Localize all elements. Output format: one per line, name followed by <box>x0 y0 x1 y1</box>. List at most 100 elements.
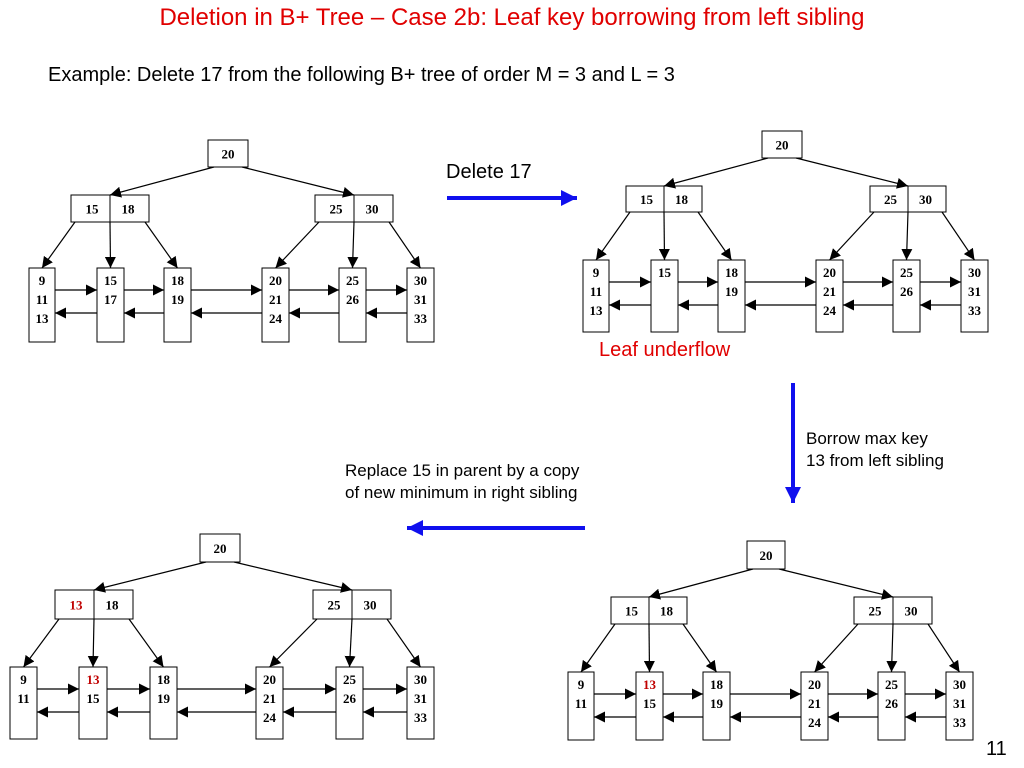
leaf-key: 33 <box>414 710 428 725</box>
replace-caption-line1: Replace 15 in parent by a copy <box>345 461 580 480</box>
internal-key: 30 <box>904 604 917 619</box>
leaf-node <box>163 267 192 343</box>
leaf-node <box>406 666 435 740</box>
leaf-key: 31 <box>414 292 427 307</box>
leaf-node <box>28 267 56 343</box>
leaf-key: 26 <box>346 292 360 307</box>
leaf-pointer <box>658 211 670 261</box>
leaf-key: 18 <box>710 677 724 692</box>
leaf-key: 13 <box>643 677 657 692</box>
leaf-node <box>9 666 38 740</box>
leaf-key: 15 <box>104 273 118 288</box>
leaf-key: 21 <box>823 284 836 299</box>
leaf-node <box>335 666 364 740</box>
flow-arrows <box>407 190 801 536</box>
root-pointer <box>233 561 353 593</box>
delete-caption: Delete 17 <box>446 161 532 183</box>
leaf-node <box>149 666 178 740</box>
internal-key: 25 <box>869 604 883 619</box>
slide-title: Deletion in B+ Tree – Case 2b: Leaf key … <box>159 4 865 31</box>
leaf-node <box>702 671 731 741</box>
leaf-pointer <box>104 221 116 269</box>
internal-key: 30 <box>919 192 932 207</box>
leaf-key: 24 <box>269 311 283 326</box>
leaf-key: 33 <box>414 311 428 326</box>
leaf-key: 25 <box>346 273 360 288</box>
leaf-key: 9 <box>578 677 585 692</box>
internal-key: 18 <box>121 202 135 217</box>
leaf-key: 30 <box>414 672 427 687</box>
leaf-key: 30 <box>953 677 966 692</box>
root-key: 20 <box>214 541 227 556</box>
root-pointer <box>648 568 754 600</box>
leaf-pointer <box>347 221 359 269</box>
leaf-key: 20 <box>823 265 836 280</box>
leaf-pointer <box>87 618 99 668</box>
internal-key: 15 <box>640 192 654 207</box>
leaf-underflow-caption: Leaf underflow <box>599 339 731 361</box>
leaf-pointer <box>269 618 318 668</box>
leaf-key: 20 <box>263 672 276 687</box>
leaf-pointer <box>886 623 898 673</box>
leaf-node <box>635 671 664 741</box>
leaf-pointer <box>927 623 961 673</box>
leaf-key: 24 <box>823 303 837 318</box>
leaf-pointer <box>829 211 875 261</box>
leaf-node <box>96 267 125 343</box>
leaf-pointer <box>275 221 320 269</box>
internal-key: 25 <box>330 202 344 217</box>
root-key: 20 <box>222 147 235 162</box>
leaf-key: 24 <box>808 715 822 730</box>
leaf-key: 19 <box>710 696 724 711</box>
leaf-key: 31 <box>953 696 966 711</box>
root-node <box>746 540 786 570</box>
leaf-key: 26 <box>900 284 914 299</box>
leaf-key: 11 <box>575 696 587 711</box>
leaf-key: 9 <box>593 265 600 280</box>
leaf-key: 13 <box>36 311 50 326</box>
leaf-pointer <box>386 618 421 668</box>
leaf-key: 26 <box>885 696 899 711</box>
leaf-key: 30 <box>414 273 427 288</box>
leaf-key: 18 <box>725 265 739 280</box>
leaf-node <box>877 671 906 741</box>
example-text: Example: Delete 17 from the following B+… <box>48 64 675 86</box>
internal-key: 13 <box>70 598 84 613</box>
internal-key: 25 <box>328 598 342 613</box>
leaf-key: 19 <box>171 292 185 307</box>
root-pointer <box>778 568 894 600</box>
leaf-key: 26 <box>343 691 357 706</box>
leaf-key: 25 <box>900 265 914 280</box>
leaf-key: 15 <box>658 265 672 280</box>
leaf-key: 30 <box>968 265 981 280</box>
leaf-key: 13 <box>87 672 101 687</box>
leaf-pointer <box>697 211 732 261</box>
internal-key: 15 <box>625 604 639 619</box>
leaf-key: 15 <box>87 691 101 706</box>
leaf-key: 9 <box>20 672 27 687</box>
root-pointer <box>109 166 215 198</box>
borrow-caption: Borrow max key 13 from left sibling <box>806 428 944 472</box>
root-pointer <box>795 157 909 189</box>
leaf-key: 19 <box>725 284 739 299</box>
leaf-key: 24 <box>263 710 277 725</box>
root-key: 20 <box>776 138 789 153</box>
leaf-pointer <box>144 221 178 269</box>
root-key: 20 <box>760 548 773 563</box>
leaf-pointer <box>23 618 60 668</box>
replace-caption: Replace 15 in parent by a copy of new mi… <box>345 460 579 504</box>
leaf-key: 21 <box>269 292 282 307</box>
leaf-key: 18 <box>171 273 185 288</box>
leaf-key: 11 <box>36 292 48 307</box>
leaf-node <box>78 666 108 740</box>
root-pointer <box>663 157 769 189</box>
internal-key: 18 <box>660 604 674 619</box>
root-node <box>199 533 241 563</box>
leaf-node <box>338 267 367 343</box>
leaf-key: 21 <box>263 691 276 706</box>
leaf-pointer <box>682 623 717 673</box>
leaf-pointer <box>901 211 913 261</box>
